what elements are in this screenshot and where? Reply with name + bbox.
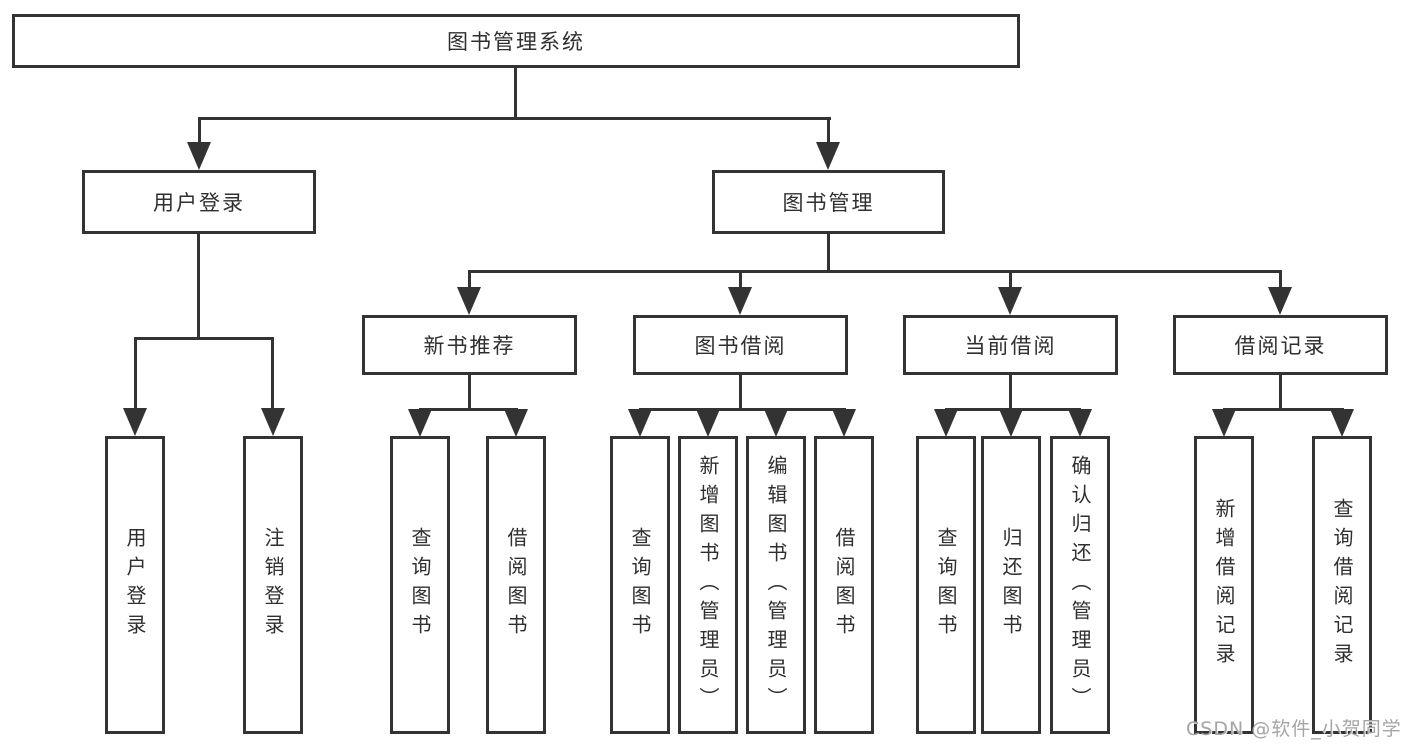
connector-vline: [827, 234, 830, 271]
connector-vline: [1009, 270, 1012, 291]
leaf-confirm-return-admin: 确认归还（管理员）: [1050, 436, 1110, 734]
arrow-down-icon: [457, 287, 481, 315]
node-label: 确认归还（管理员）: [1068, 454, 1092, 716]
arrow-down-icon: [934, 409, 958, 437]
leaf-add-book-admin: 新增图书（管理员）: [678, 436, 738, 734]
arrow-down-icon: [408, 409, 432, 437]
leaf-edit-book-admin: 编辑图书（管理员）: [746, 436, 806, 734]
connector-vline: [739, 375, 742, 411]
connector-hline: [639, 408, 846, 411]
connector-vline: [198, 117, 201, 145]
node-label: 查询图书: [408, 527, 432, 643]
node-user-login: 用户登录: [82, 170, 316, 234]
arrow-down-icon: [123, 408, 147, 436]
arrow-down-icon: [832, 409, 856, 437]
node-label: 借阅记录: [1234, 334, 1327, 358]
node-root: 图书管理系统: [12, 14, 1020, 68]
arrow-down-icon: [628, 409, 652, 437]
node-label: 当前借阅: [964, 334, 1057, 358]
node-label: 查询图书: [934, 527, 958, 643]
leaf-logout: 注销登录: [243, 436, 303, 734]
arrow-down-icon: [1068, 409, 1092, 437]
connector-hline: [1223, 408, 1344, 411]
node-label: 图书管理系统: [447, 30, 585, 54]
node-label: 新书推荐: [423, 334, 516, 358]
arrow-down-icon: [261, 408, 285, 436]
connector-vline: [468, 270, 471, 291]
node-label: 查询图书: [628, 527, 652, 643]
connector-hline: [419, 408, 518, 411]
node-book-borrowing: 图书借阅: [633, 315, 848, 375]
node-label: 新增借阅记录: [1212, 498, 1236, 672]
arrow-down-icon: [816, 142, 840, 170]
arrow-down-icon: [764, 409, 788, 437]
node-label: 图书管理: [782, 191, 875, 215]
connector-vline: [134, 337, 137, 411]
arrow-down-icon: [187, 142, 211, 170]
node-label: 查询借阅记录: [1330, 498, 1354, 672]
connector-hline: [134, 337, 274, 340]
arrow-down-icon: [696, 409, 720, 437]
node-book-management: 图书管理: [712, 170, 945, 234]
node-borrowing-records: 借阅记录: [1173, 315, 1388, 375]
arrow-down-icon: [728, 287, 752, 315]
arrow-down-icon: [998, 287, 1022, 315]
node-label: 用户登录: [123, 527, 147, 643]
leaf-query-books-recommend: 查询图书: [390, 436, 450, 734]
leaf-borrow-books-borrowing: 借阅图书: [814, 436, 874, 734]
connector-vline: [827, 117, 830, 145]
arrow-down-icon: [1330, 409, 1354, 437]
leaf-add-borrow-record: 新增借阅记录: [1194, 436, 1254, 734]
connector-hline: [468, 270, 1281, 273]
node-current-borrowing: 当前借阅: [903, 315, 1118, 375]
arrow-down-icon: [1268, 287, 1292, 315]
connector-vline: [468, 375, 471, 411]
arrow-down-icon: [1212, 409, 1236, 437]
leaf-query-books-borrowing: 查询图书: [610, 436, 670, 734]
leaf-user-login: 用户登录: [105, 436, 165, 734]
leaf-query-borrow-record: 查询借阅记录: [1312, 436, 1372, 734]
connector-hline: [198, 117, 831, 120]
csdn-watermark: CSDN @软件_小贺同学: [1186, 718, 1402, 740]
arrow-down-icon: [504, 409, 528, 437]
leaf-borrow-books-recommend: 借阅图书: [486, 436, 546, 734]
node-label: 借阅图书: [832, 527, 856, 643]
node-new-book-recommend: 新书推荐: [362, 315, 577, 375]
connector-vline: [514, 68, 517, 118]
connector-vline: [1279, 375, 1282, 411]
node-label: 用户登录: [153, 191, 245, 215]
connector-vline: [197, 234, 200, 338]
connector-vline: [1279, 270, 1282, 291]
leaf-return-book: 归还图书: [981, 436, 1041, 734]
leaf-query-books-current: 查询图书: [916, 436, 976, 734]
node-label: 编辑图书（管理员）: [764, 454, 788, 716]
node-label: 图书借阅: [694, 334, 787, 358]
node-label: 归还图书: [999, 527, 1023, 643]
connector-vline: [271, 337, 274, 411]
node-label: 借阅图书: [504, 527, 528, 643]
node-label: 新增图书（管理员）: [696, 454, 720, 716]
node-label: 注销登录: [261, 527, 285, 643]
arrow-down-icon: [999, 409, 1023, 437]
connector-vline: [739, 270, 742, 291]
connector-vline: [1009, 375, 1012, 411]
